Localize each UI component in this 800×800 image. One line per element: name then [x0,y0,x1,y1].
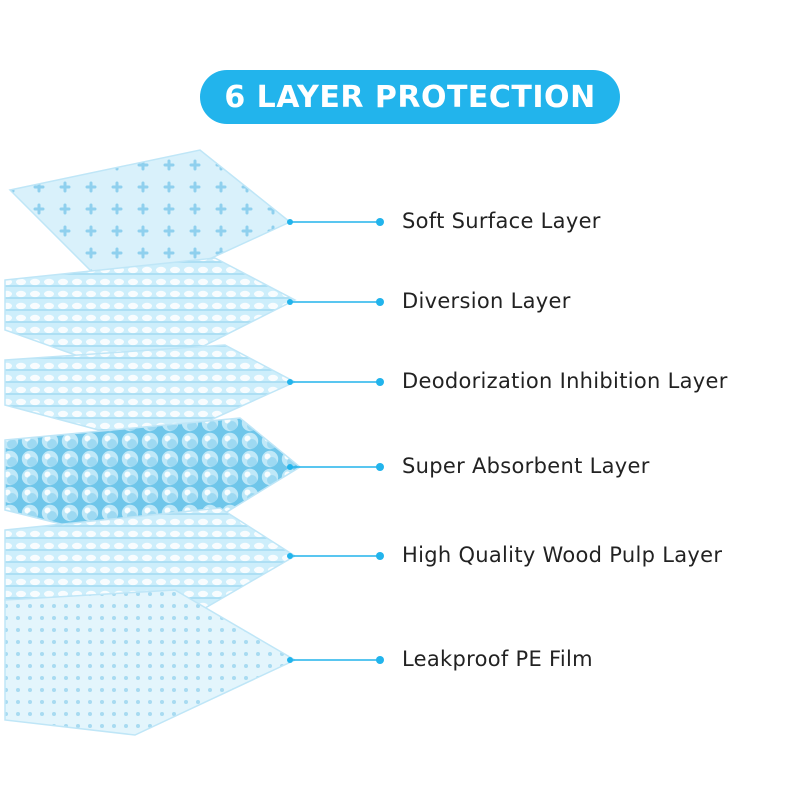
layer-sheet-perforated-film [4,589,297,736]
layer-label: Soft Surface Layer [402,209,601,233]
leader-end-dot [376,298,384,306]
leader-start-dot [287,379,293,385]
layer-label: Diversion Layer [402,289,571,313]
leader-end-dot [376,552,384,560]
layer-label: Leakproof PE Film [402,647,593,671]
leader-start-dot [287,657,293,663]
layer-label: High Quality Wood Pulp Layer [402,543,723,567]
leader-start-dot [287,299,293,305]
leader-start-dot [287,464,293,470]
title-banner: 6 LAYER PROTECTION [200,70,620,124]
leader-end-dot [376,656,384,664]
leader-start-dot [287,553,293,559]
layer-sheet-woven-fibers [4,257,297,379]
leader-end-dot [376,378,384,386]
leader-end-dot [376,218,384,226]
layer-sheet-beads [4,417,302,551]
page-title: 6 LAYER PROTECTION [224,79,596,115]
leader-end-dot [376,463,384,471]
layer-sheet-woven-fibers [4,344,297,446]
layer-label: Super Absorbent Layer [402,454,650,478]
layer-label: Deodorization Inhibition Layer [402,369,728,393]
leader-start-dot [287,219,293,225]
